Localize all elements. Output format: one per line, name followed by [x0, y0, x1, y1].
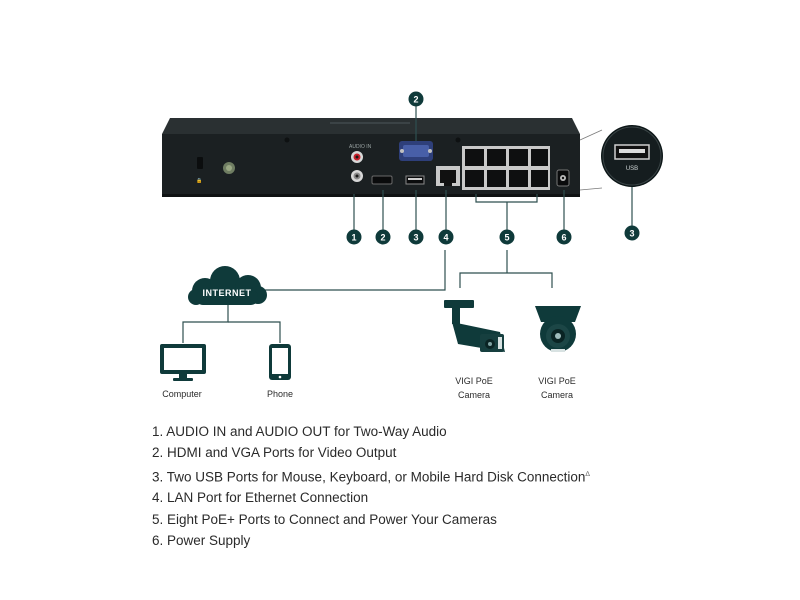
- computer-icon: [160, 344, 206, 381]
- feature-item-6: 6. Power Supply: [152, 532, 251, 548]
- svg-text:2: 2: [380, 233, 385, 243]
- callout-badge-1: 1: [346, 229, 362, 245]
- internet-label: INTERNET: [203, 288, 252, 298]
- computer-label: Computer: [162, 389, 202, 399]
- nvr-device: 🔒 AUDIO IN: [162, 118, 580, 197]
- poe-port-block: [462, 146, 550, 190]
- callout-badge-4: 4: [438, 229, 454, 245]
- usb-zoom-callout: USB: [579, 125, 663, 191]
- callout-badge-2-top: 2: [408, 91, 424, 107]
- callout-badge-5: 5: [499, 229, 515, 245]
- screw-hole: [284, 137, 290, 143]
- footnote-mark: ∆: [585, 470, 590, 478]
- turret-camera-icon: [535, 306, 581, 352]
- camera2-label-line1: VIGI PoE: [538, 376, 576, 386]
- feature-item-5: 5. Eight PoE+ Ports to Connect and Power…: [152, 511, 497, 527]
- security-slot: [197, 157, 203, 169]
- svg-text:2: 2: [413, 95, 418, 105]
- feature-list: 1. AUDIO IN and AUDIO OUT for Two-Way Au…: [152, 421, 752, 551]
- callout-badge-3: 3: [408, 229, 424, 245]
- svg-text:3: 3: [413, 233, 418, 243]
- svg-text:AUDIO IN: AUDIO IN: [349, 144, 372, 150]
- camera2-label-line2: Camera: [541, 390, 573, 400]
- feature-item-3: 3. Two USB Ports for Mouse, Keyboard, or…: [152, 469, 590, 485]
- feature-item-4: 4. LAN Port for Ethernet Connection: [152, 490, 369, 506]
- svg-text:🔒: 🔒: [196, 177, 202, 184]
- svg-text:5: 5: [504, 233, 509, 243]
- camera1-label-line2: Camera: [458, 390, 490, 400]
- hdmi-port: [371, 175, 393, 185]
- screw-hole: [455, 137, 461, 143]
- callout-lines: [353, 106, 633, 230]
- phone-label: Phone: [267, 389, 293, 399]
- callout-badge-6: 6: [556, 229, 572, 245]
- svg-text:3: 3: [629, 229, 634, 239]
- camera1-label-line1: VIGI PoE: [455, 376, 493, 386]
- phone-icon: [269, 344, 291, 380]
- callout-badge-2: 2: [375, 229, 391, 245]
- usb-zoom-label: USB: [626, 166, 638, 172]
- device-top-panel: [162, 118, 580, 134]
- bullet-camera-icon: [444, 300, 505, 352]
- svg-text:6: 6: [561, 233, 566, 243]
- feature-item-1: 1. AUDIO IN and AUDIO OUT for Two-Way Au…: [152, 424, 447, 439]
- internet-cloud: INTERNET: [188, 266, 267, 305]
- network-lines: [182, 250, 553, 343]
- feature-item-2: 2. HDMI and VGA Ports for Video Output: [152, 445, 397, 461]
- callout-badge-3-usb: 3: [624, 225, 640, 241]
- svg-text:1: 1: [351, 233, 356, 243]
- svg-text:4: 4: [443, 233, 448, 243]
